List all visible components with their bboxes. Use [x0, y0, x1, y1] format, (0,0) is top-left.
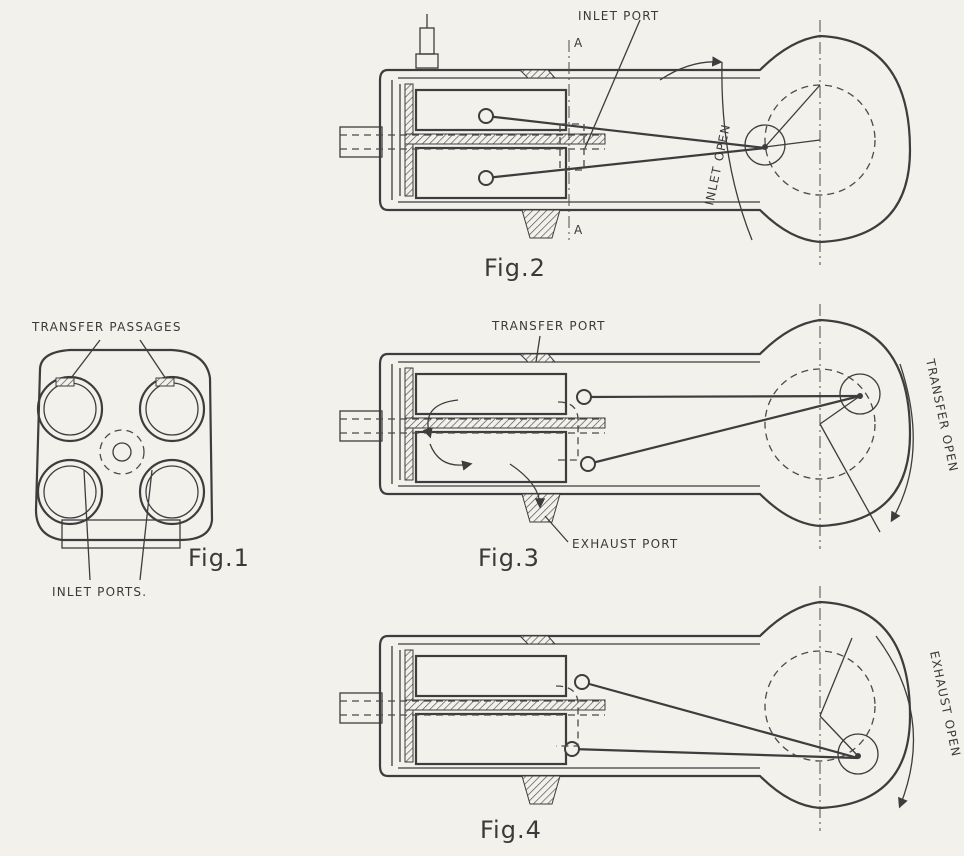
- transfer-passages-label: TRANSFER PASSAGES: [31, 320, 182, 334]
- fig4-caption: Fig.4: [480, 816, 542, 844]
- figure-1: TRANSFER PASSAGES INLET PORTS. Fig.1: [31, 320, 250, 599]
- fig2-caption: Fig.2: [484, 254, 546, 282]
- inlet-port-label: INLET PORT: [578, 9, 659, 23]
- inlet-ports-label: INLET PORTS.: [52, 585, 147, 599]
- figure-4: EXHAUST OPEN Fig.4: [338, 584, 963, 844]
- transfer-port-label: TRANSFER PORT: [491, 319, 606, 333]
- spark-plug-icon: [415, 14, 439, 69]
- exhaust-open-label: EXHAUST OPEN: [927, 650, 963, 759]
- figure-3: TRANSFER PORT EXHAUST PORT TRANSFER OPEN…: [338, 302, 961, 572]
- fig3-caption: Fig.3: [478, 544, 540, 572]
- section-a-top-label: A: [574, 36, 583, 50]
- figure-2: INLET PORT A A INLET OPEN Fig.2: [338, 9, 912, 282]
- exhaust-port-label: EXHAUST PORT: [572, 537, 678, 551]
- inlet-open-label: INLET OPEN: [702, 122, 733, 206]
- transfer-open-label: TRANSFER OPEN: [923, 357, 961, 474]
- section-a-bottom-label: A: [574, 223, 583, 237]
- fig1-caption: Fig.1: [188, 544, 250, 572]
